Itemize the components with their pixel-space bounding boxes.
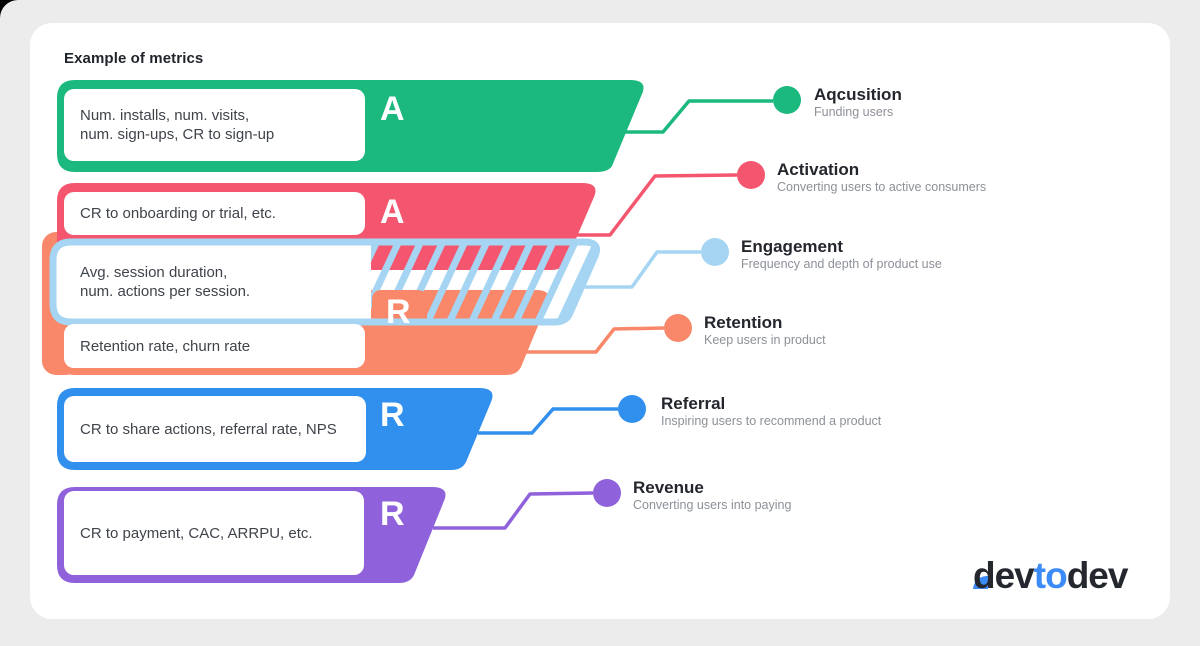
revenue-metric-box (64, 491, 364, 575)
referral-metrics: CR to share actions, referral rate, NPS (80, 420, 337, 439)
retention-dot (664, 314, 692, 342)
metric-line: num. actions per session. (80, 283, 251, 300)
revenue-connector (433, 491, 594, 530)
referral-dot (618, 395, 646, 423)
engagement-shape (49, 238, 601, 326)
metric-line: Num. installs, num. visits, (80, 107, 250, 124)
metric-line: CR to payment, CAC, ARRPU, etc. (80, 525, 313, 542)
activation-sublabel: Converting users to active consumers (777, 180, 987, 194)
acquisition-metric-box (64, 89, 365, 161)
referral-label: Referral (661, 394, 726, 413)
engagement-sublabel: Frequency and depth of product use (741, 257, 942, 271)
retention-sublabel: Keep users in product (704, 333, 826, 347)
revenue-letter: R (380, 495, 405, 533)
acquisition-sublabel: Funding users (814, 105, 894, 119)
metric-line: Retention rate, churn rate (80, 338, 251, 355)
referral-letter: R (380, 396, 405, 434)
referral-sublabel: Inspiring users to recommend a product (661, 414, 882, 428)
acquisition-label: Aqcusition (814, 85, 902, 104)
activation-dot (737, 161, 765, 189)
page-title: Example of metrics (64, 50, 204, 67)
acquisition-letter: A (380, 90, 405, 128)
activation-metrics: CR to onboarding or trial, etc. (80, 204, 276, 223)
revenue-dot (593, 479, 621, 507)
retention-letter: R (386, 293, 411, 331)
revenue-label: Revenue (633, 478, 704, 497)
activation-metric-box (64, 192, 365, 235)
engagement-metrics: Avg. session duration, num. actions per … (80, 263, 250, 301)
engagement-label: Engagement (741, 237, 844, 256)
activation-label: Activation (777, 160, 860, 179)
referral-metric-box (64, 396, 366, 462)
logo-text-dev1: dev (973, 555, 1035, 596)
activation-connector (577, 173, 738, 237)
revenue-metrics: CR to payment, CAC, ARRPU, etc. (80, 524, 313, 543)
engagement-connector (578, 250, 701, 289)
acquisition-dot (773, 86, 801, 114)
metric-line: Avg. session duration, (80, 264, 228, 281)
acquisition-connector (624, 99, 773, 134)
engagement-metric-box (64, 249, 365, 316)
metric-line: num. sign-ups, CR to sign-up (80, 126, 275, 143)
acquisition-metrics: Num. installs, num. visits, num. sign-up… (80, 106, 274, 144)
retention-metric-box (64, 324, 365, 368)
logo-flag-icon (973, 554, 989, 600)
metric-line: CR to onboarding or trial, etc. (80, 205, 276, 222)
metric-line: CR to share actions, referral rate, NPS (80, 421, 337, 438)
referral-connector (478, 407, 618, 435)
engagement-dot (701, 238, 729, 266)
retention-label: Retention (704, 313, 783, 332)
retention-letter-tab (372, 290, 427, 325)
devtodev-logo: devtodev (973, 553, 1153, 599)
retention-connector (518, 326, 665, 354)
logo-text-to: to (1033, 555, 1068, 596)
revenue-sublabel: Converting users into paying (633, 498, 792, 512)
activation-letter: A (380, 193, 405, 231)
retention-metrics: Retention rate, churn rate (80, 337, 250, 356)
logo-text-dev2: dev (1066, 555, 1129, 596)
